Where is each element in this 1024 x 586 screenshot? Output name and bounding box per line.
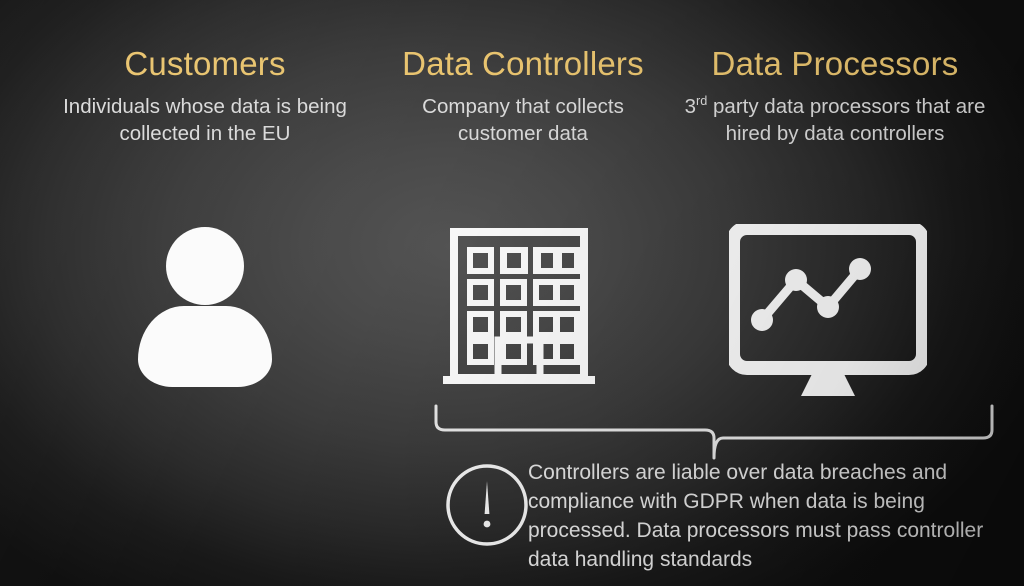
column-customers: Customers Individuals whose data is bein… (20, 44, 390, 147)
column-subtitle-customers: Individuals whose data is being collecte… (63, 95, 347, 145)
column-subtitle-data-controllers: Company that collects customer data (422, 95, 624, 145)
person-head (166, 227, 244, 305)
ordinal-number: 3 (684, 95, 697, 118)
subtitle-remainder: party data processors that are hired by … (707, 95, 986, 145)
office-building-icon (443, 228, 595, 388)
column-data-controllers: Data Controllers Company that collects c… (392, 44, 654, 147)
column-title-data-processors: Data Processors (711, 45, 959, 82)
person-body (138, 306, 272, 387)
column-subtitle-data-processors: 3rd party data processors that are hired… (660, 93, 1010, 147)
column-title-customers: Customers (124, 45, 286, 82)
chart-line-graphic (751, 258, 871, 331)
column-data-processors: Data Processors 3rd party data processor… (660, 44, 1010, 147)
curly-brace-icon (428, 402, 1000, 464)
monitor-chart-icon (729, 224, 927, 396)
person-icon (130, 227, 280, 387)
column-title-data-controllers: Data Controllers (402, 45, 644, 82)
ordinal-suffix: rd (696, 93, 708, 109)
callout-group: Controllers are liable over data breache… (444, 458, 1024, 580)
exclamation-circle-icon (444, 462, 530, 548)
callout-text: Controllers are liable over data breache… (528, 461, 984, 571)
